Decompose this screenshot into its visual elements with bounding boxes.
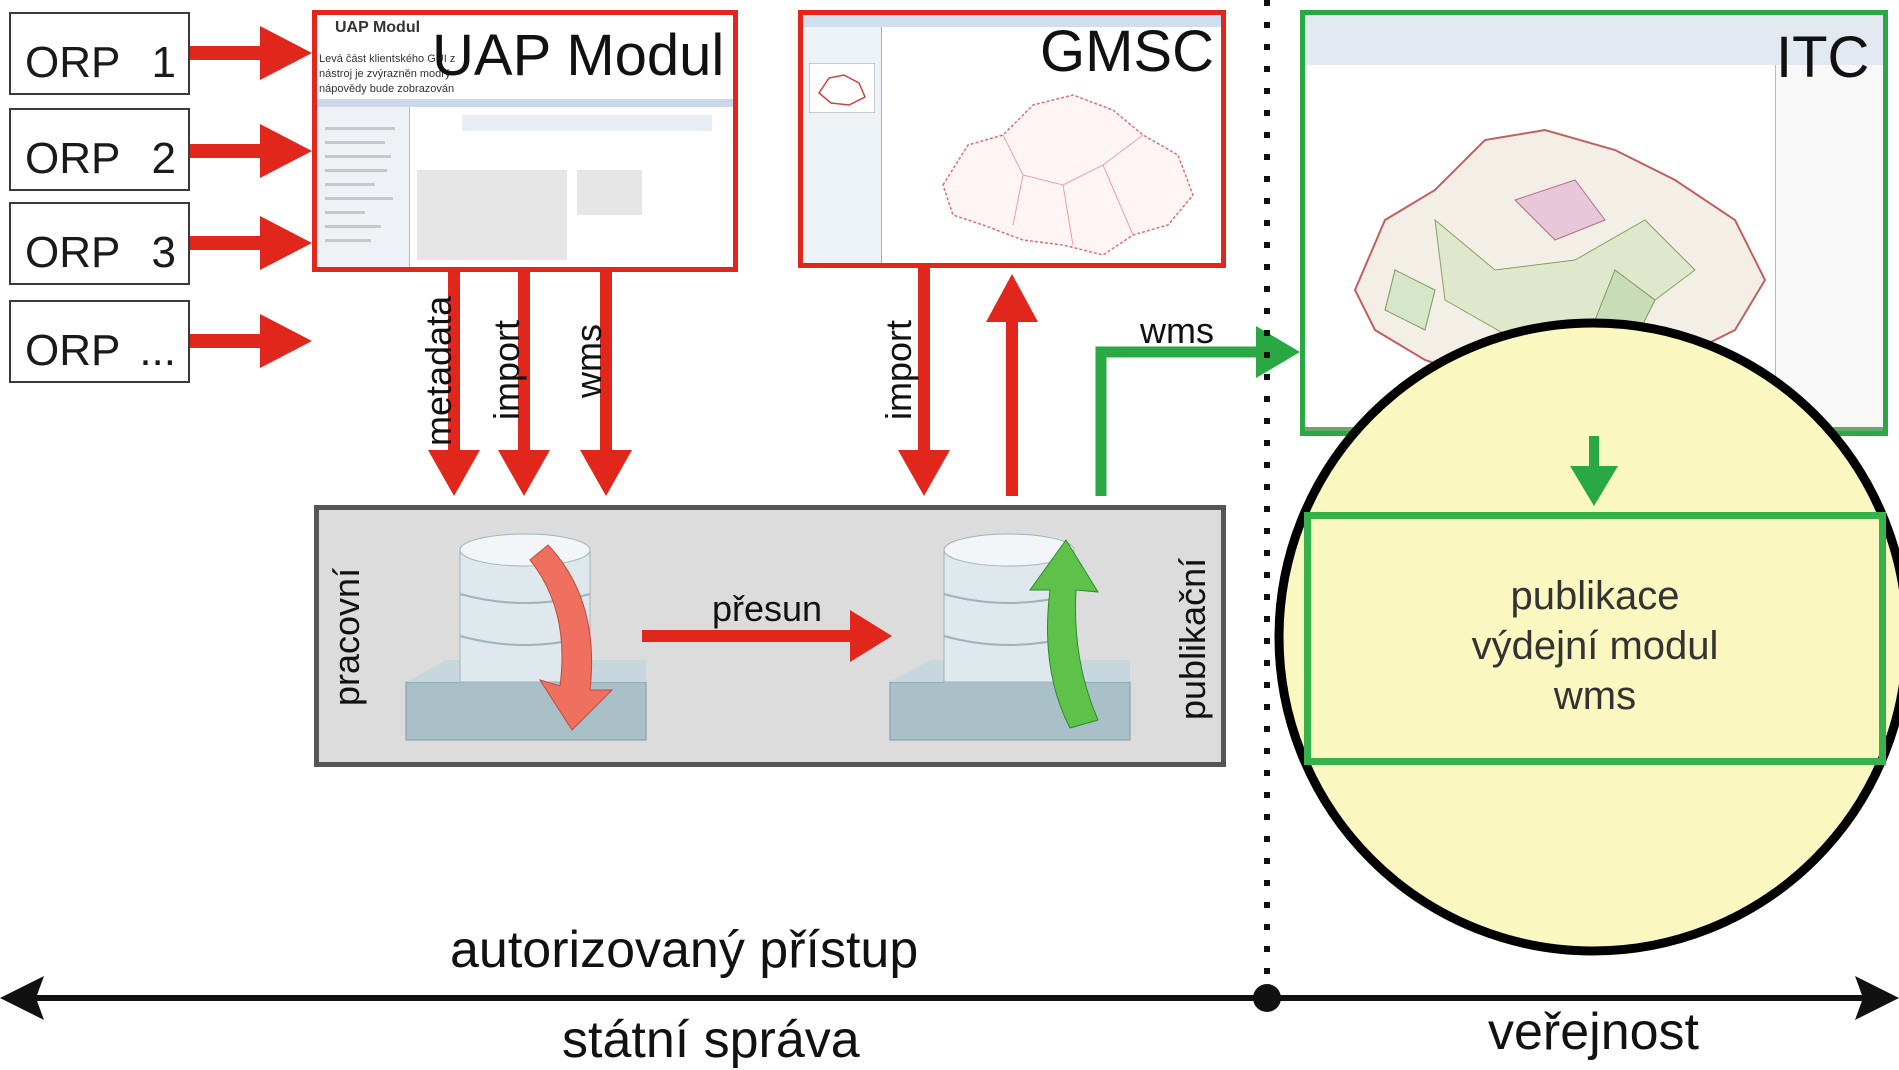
gmsc-import-label: import (878, 319, 919, 420)
state-administration-caption: státní správa (562, 1011, 860, 1069)
publication-line: wms (1553, 674, 1637, 718)
orp-number: 3 (151, 228, 176, 277)
publication-module-box: publikace výdejní modul wms (1304, 512, 1886, 765)
metadata-label: metadata (418, 295, 459, 446)
publishing-db-label: publikační (1172, 557, 1213, 720)
public-zone-circle (1274, 318, 1899, 956)
gmsc-screenshot-toolbar (803, 15, 1221, 27)
itc-down-arrow (1589, 436, 1599, 470)
uap-screenshot-text: nápovědy bude zobrazován (319, 83, 455, 95)
gmsc-arrows (898, 268, 1038, 496)
transfer-label: přesun (712, 588, 823, 629)
uap-module-screenshot: UAP Modul Levá část klientského GUI z ná… (312, 10, 738, 272)
itc-down-arrowhead (1570, 466, 1618, 506)
uap-screenshot-toolbar (317, 99, 733, 107)
publication-line: publikace (1510, 574, 1680, 618)
itc-layer-panel (1775, 65, 1883, 431)
orp-box-more: ORP ... (9, 300, 190, 383)
gmsc-title: GMSC (1040, 19, 1214, 84)
itc-wms-label: wms (1140, 310, 1214, 351)
orp-label: ORP (25, 38, 121, 87)
wms-label: wms (568, 324, 609, 398)
orp-box-2: ORP 2 (9, 108, 190, 191)
orp-label: ORP (25, 228, 121, 277)
uap-screenshot-title: UAP Modul (335, 19, 421, 36)
uap-module-title: UAP Modul (432, 23, 725, 88)
itc-browser-toolbar (1305, 15, 1883, 65)
orp-number: 2 (151, 134, 176, 183)
public-caption: veřejnost (1488, 1003, 1699, 1061)
publishing-database-icon (889, 533, 1131, 741)
uap-screenshot-text: nástroj je zvýrazněn modrý (319, 68, 451, 80)
uap-screenshot-table (577, 170, 642, 215)
axis-right-arrowhead (1855, 976, 1899, 1020)
orp-label: ORP (25, 134, 121, 183)
itc-screenshot (1300, 10, 1888, 436)
wms-green-path (1095, 346, 1258, 496)
working-database-icon (405, 533, 647, 741)
authorized-access-caption: autorizovaný přístup (450, 921, 919, 979)
working-db-label: pracovní (326, 567, 367, 706)
axis-left-arrowhead (0, 976, 44, 1020)
orp-number: ... (139, 326, 176, 375)
import-label: import (486, 319, 527, 420)
orp-number: 1 (151, 38, 176, 87)
orp-arrows (190, 26, 312, 368)
orp-box-1: ORP 1 (9, 12, 190, 95)
axis-split-point (1253, 984, 1281, 1012)
orp-label: ORP (25, 326, 121, 375)
uap-down-arrows (428, 272, 632, 496)
gmsc-region-map (942, 94, 1194, 256)
itc-title: ITC (1776, 25, 1870, 90)
wms-green-arrowhead (1256, 326, 1300, 378)
uap-screenshot-table (417, 170, 567, 260)
publication-line: výdejní modul (1471, 624, 1719, 668)
uap-screenshot-text: Levá část klientského GUI z (319, 53, 456, 65)
orp-box-3: ORP 3 (9, 202, 190, 285)
transfer-arrow (642, 610, 892, 662)
uap-screenshot-logos (462, 115, 712, 131)
gmsc-screenshot (798, 10, 1226, 268)
gmsc-minimap (809, 63, 875, 113)
